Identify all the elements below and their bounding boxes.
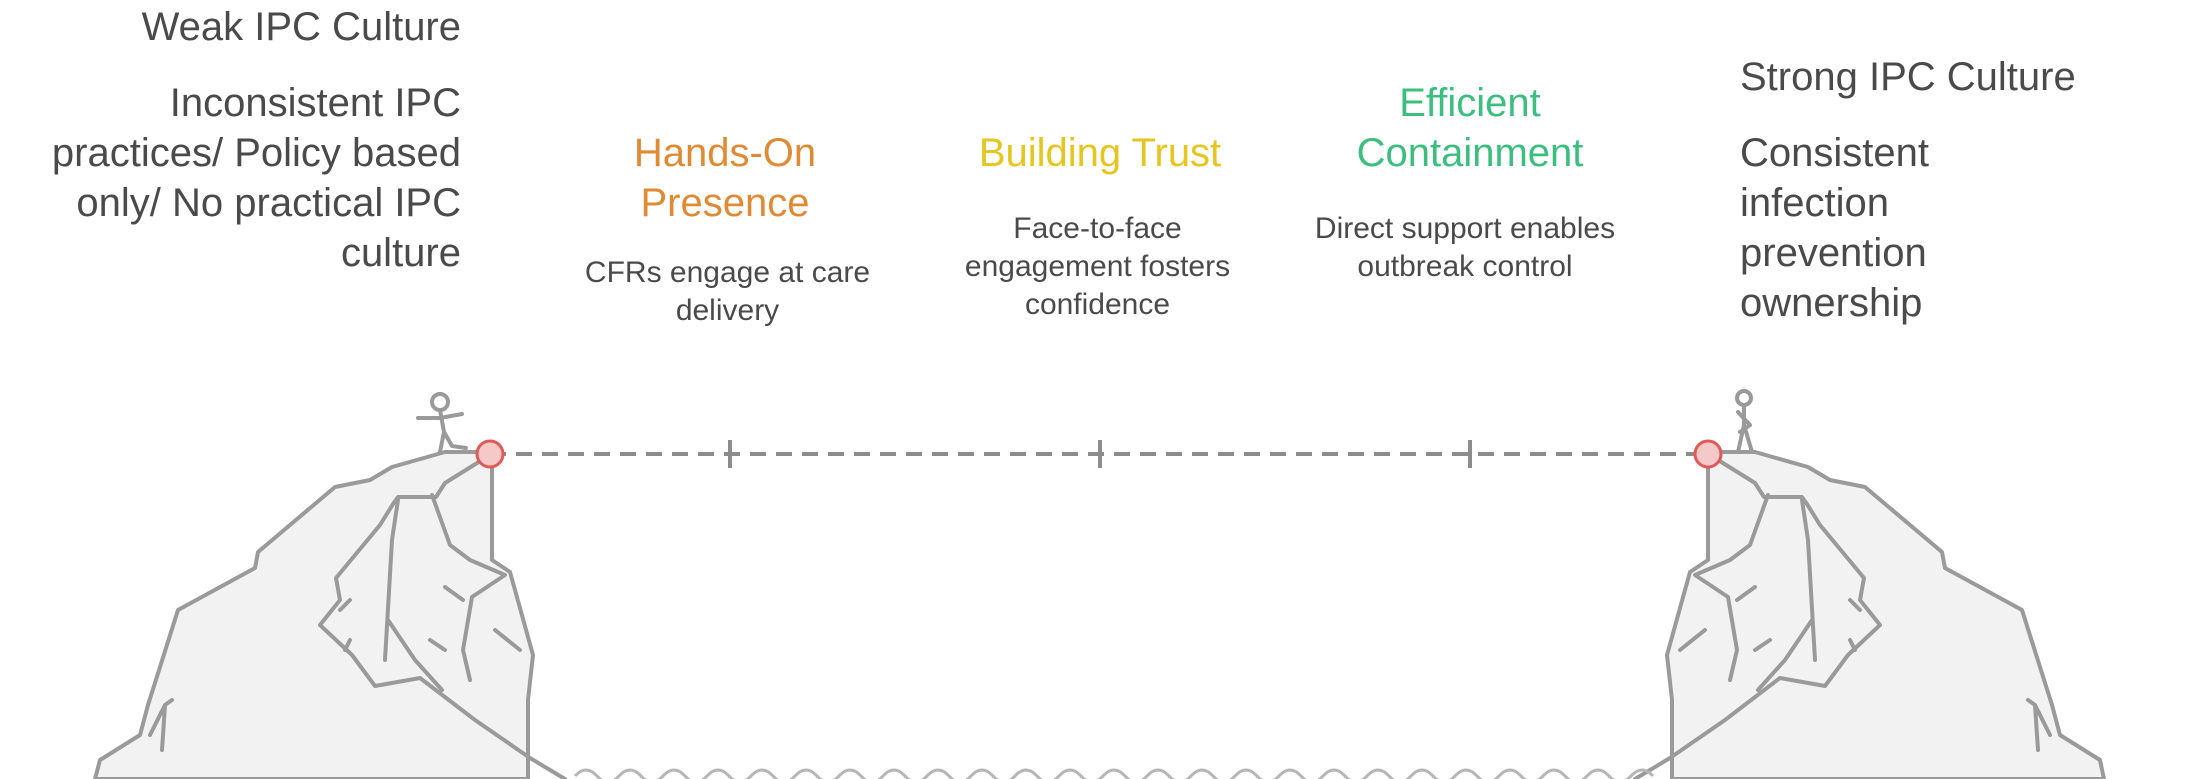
- step-1-description: CFRs engage at care delivery: [584, 256, 871, 327]
- end-state-title: Strong IPC Culture: [1740, 55, 2076, 99]
- step-1-title: Hands-On Presence: [633, 131, 817, 225]
- left-anchor-marker: [475, 439, 505, 469]
- step-2-title: Building Trust: [978, 131, 1222, 175]
- right-anchor-marker: [1693, 439, 1723, 469]
- start-state-title: Weak IPC Culture: [141, 5, 461, 49]
- start-state-description: Inconsistent IPC practices/ Policy based…: [51, 81, 461, 275]
- left-cliff: [93, 450, 567, 779]
- standing-person-icon: [1735, 389, 1754, 454]
- walking-person-icon: [416, 392, 468, 454]
- end-state-description: Consistent infection prevention ownershi…: [1740, 131, 1929, 325]
- step-3-title: Efficient Containment: [1356, 81, 1584, 175]
- water-waves: [573, 768, 1655, 779]
- step-2-description: Face-to-face engagement fosters confiden…: [964, 212, 1231, 321]
- step-3-description: Direct support enables outbreak control: [1314, 212, 1616, 283]
- right-cliff: [1633, 450, 2106, 779]
